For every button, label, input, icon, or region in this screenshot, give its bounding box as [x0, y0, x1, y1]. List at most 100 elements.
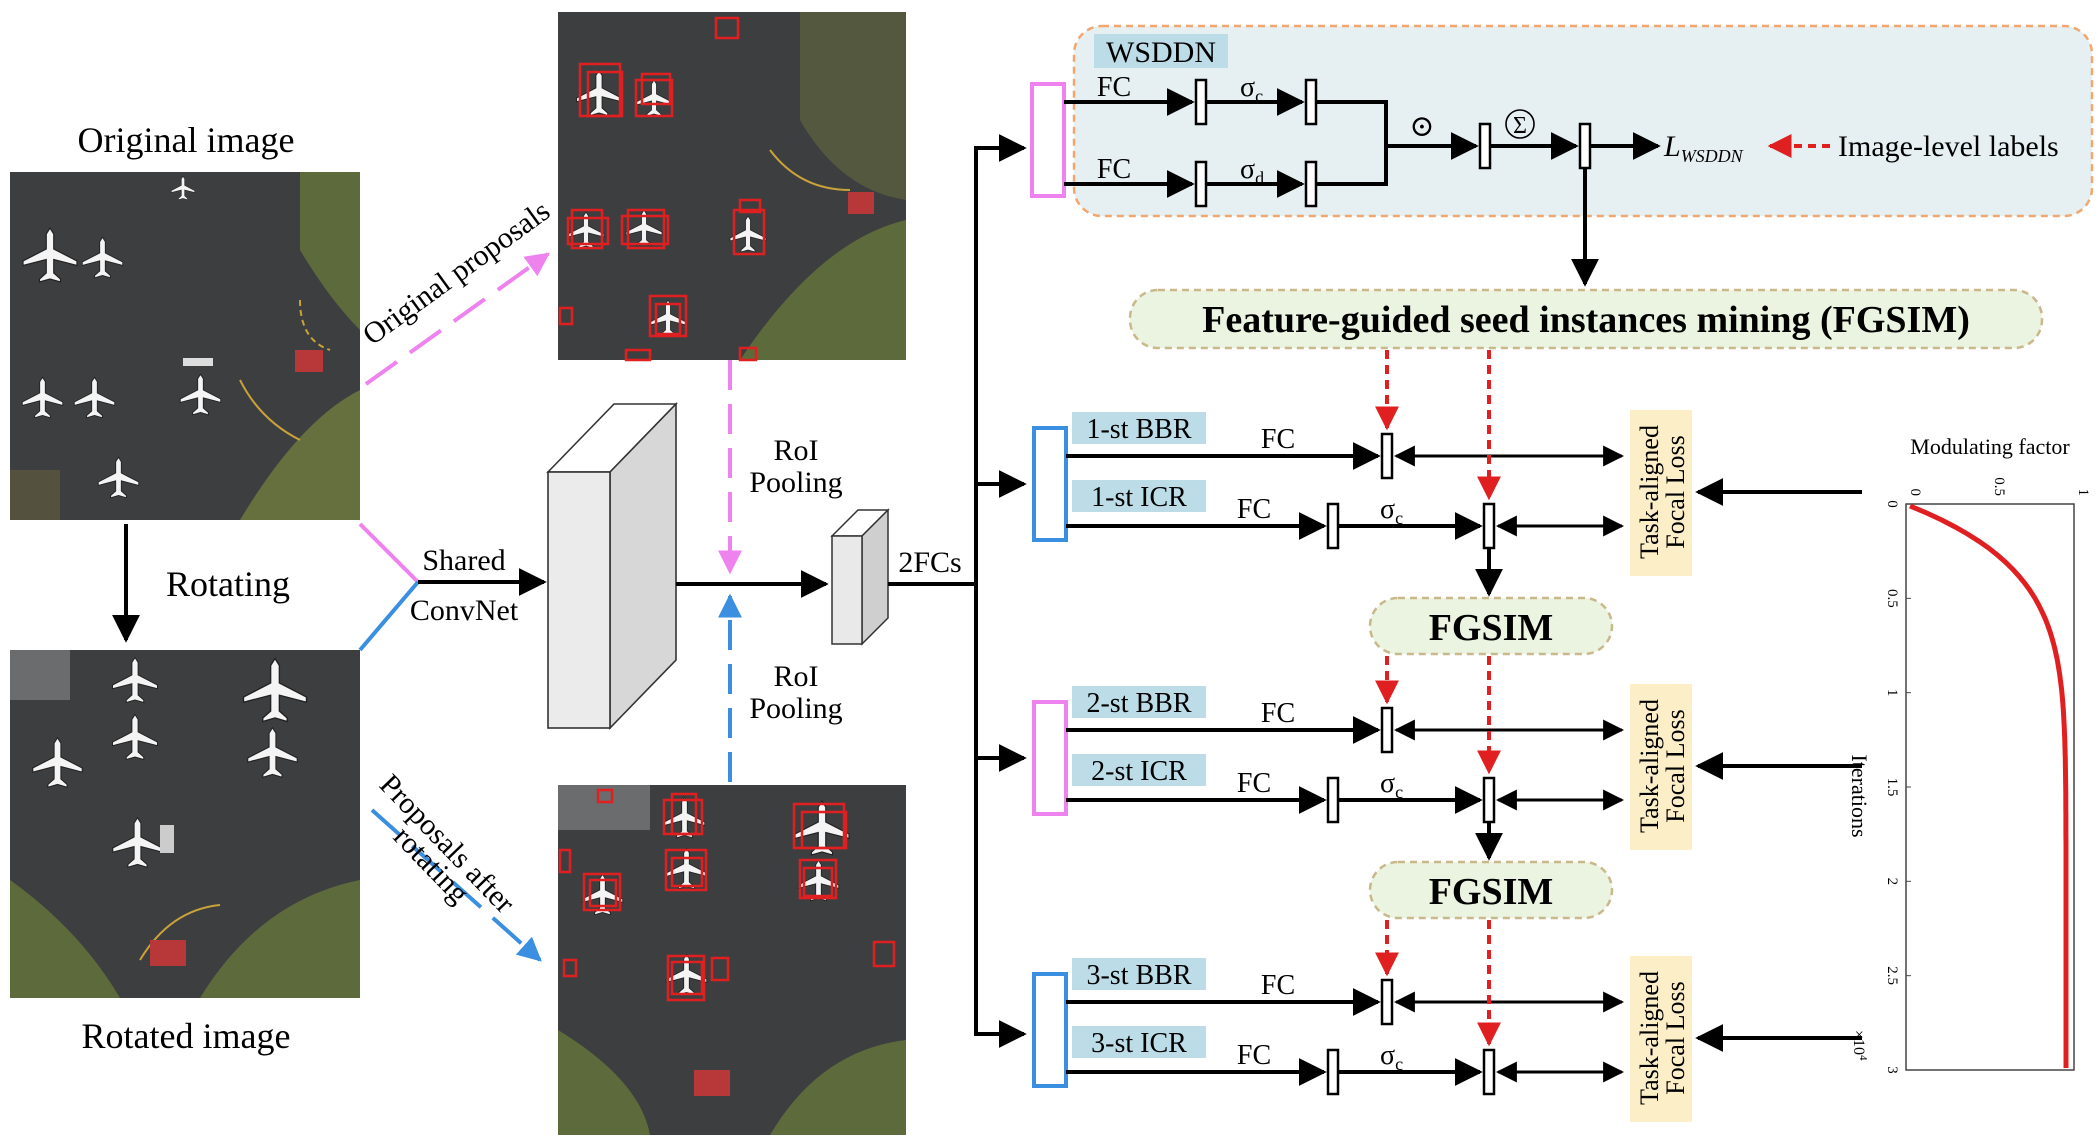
stage-1-icr-fc: FC [1237, 494, 1271, 525]
stage-2-loss-label-2: Focal Loss [1661, 709, 1690, 822]
stage-2-bbr-bg [1072, 686, 1206, 718]
fgsim-box-2 [1368, 596, 1614, 656]
stage-3-bbr-fc: FC [1261, 970, 1295, 1001]
rotating-label: Rotating [166, 564, 290, 604]
stage-1: 1-st BBR 1-st ICR FC FC σc Task-alignedFocal … [1032, 350, 1862, 597]
plot-y-tick: 2 [1884, 878, 1900, 886]
stage-3-bbr-bg [1072, 958, 1206, 990]
stage-3-loss-bg [1630, 956, 1692, 1122]
plot-y-scale: ×104 [1850, 1030, 1869, 1061]
roi-bottom-label-2: Pooling [749, 692, 842, 725]
stage-1-icr-node-2 [1482, 502, 1496, 550]
roi-top-label-1: RoI [774, 434, 819, 467]
plot-title: Modulating factor [1910, 434, 2070, 459]
stage-3-icr-bg [1072, 1026, 1206, 1058]
stage-2-bbr-label: 2-st BBR [1086, 688, 1191, 719]
convnet-label: ConvNet [410, 594, 519, 627]
stage-2-icr-node-1 [1326, 776, 1340, 824]
stage-3-icr-node-1 [1326, 1048, 1340, 1096]
modulating-curve [1909, 503, 2069, 1068]
modulating-factor-plot [1905, 503, 2075, 1071]
stage-1-loss-label-1: Task-aligned [1635, 425, 1664, 559]
stage-3-icr-label: 3-st ICR [1091, 1028, 1187, 1059]
stage-2-icr-bg [1072, 754, 1206, 786]
plot-y-tick: 3 [1884, 1066, 1900, 1074]
plot-y-tick: 1 [1884, 689, 1900, 697]
plot-ylabel: Iterations [1847, 754, 1872, 837]
wsddn-fc-top: FC [1097, 72, 1131, 103]
rotated-aerial-image [10, 650, 360, 998]
image-level-labels: Image-level labels [1838, 130, 2059, 163]
stage-1-icr-label: 1-st ICR [1091, 482, 1187, 513]
two-fcs-block [830, 508, 890, 646]
rotated-proposals-image [558, 785, 906, 1135]
stage-1-icr-bg [1072, 480, 1206, 512]
stage-2-sigma: σc [1380, 768, 1403, 802]
stage-3-bbr-node [1380, 978, 1394, 1026]
fgsim-label-3: FGSIM [1429, 871, 1554, 913]
shared-convnet-block [546, 402, 678, 730]
wsddn-title: WSDDN [1106, 36, 1216, 69]
stage-3-bbr-label: 3-st BBR [1086, 960, 1191, 991]
plot-y-tick: 2.5 [1884, 966, 1900, 985]
original-proposals-arrow [364, 252, 550, 386]
stage-2: 2-st BBR 2-st ICR FC FC σc Task-alignedFocal … [1032, 656, 1862, 861]
stage-1-bracket [1032, 426, 1068, 542]
plot-y-tick: 0 [1884, 500, 1900, 508]
stage-1-loss-bg [1630, 410, 1692, 576]
original-proposals-label: Original proposals [357, 194, 556, 351]
stage-2-bbr-node [1380, 706, 1394, 754]
stage-3-loss-label-2: Focal Loss [1661, 981, 1690, 1094]
stage-1-bbr-label: 1-st BBR [1086, 414, 1191, 445]
shared-label: Shared [422, 544, 505, 577]
stage-1-bbr-node [1380, 432, 1394, 480]
stage-1-bbr-fc: FC [1261, 424, 1295, 455]
stage-2-loss-label-1: Task-aligned [1635, 699, 1664, 833]
plot-y-tick: 1.5 [1884, 778, 1900, 797]
rotated-to-convnet-line [358, 580, 420, 652]
fgsim-main-label: Feature-guided seed instances mining (FG… [1202, 299, 1970, 341]
loss-wsddn: LWSDDN [1663, 130, 1744, 166]
plot-x-tick: 0.5 [1991, 477, 2007, 496]
rotated-proposals-arrow [370, 808, 542, 962]
stage-3-sigma: σc [1380, 1040, 1403, 1074]
odot-symbol: ⊙ [1409, 110, 1434, 143]
stage-1-loss-label-2: Focal Loss [1661, 435, 1690, 548]
sum-circle [1505, 109, 1535, 139]
stage-2-loss-bg [1630, 684, 1692, 850]
wsddn-fc-bottom: FC [1097, 154, 1131, 185]
plot-y-tick: 0.5 [1884, 589, 1900, 608]
wsddn-sigma-d: σd [1240, 154, 1264, 188]
stage-2-icr-fc: FC [1237, 768, 1271, 799]
stage-1-sigma: σc [1380, 494, 1403, 528]
stage-2-icr-label: 2-st ICR [1091, 756, 1187, 787]
original-image-label: Original image [78, 120, 295, 160]
stage-2-bbr-fc: FC [1261, 698, 1295, 729]
sum-symbol: Σ [1513, 113, 1527, 139]
stage-1-bbr-bg [1072, 412, 1206, 444]
original-aerial-image [10, 172, 360, 520]
fgsim-label-2: FGSIM [1429, 607, 1554, 649]
roi-bottom-label-1: RoI [774, 660, 819, 693]
stage-1-icr-node-1 [1326, 502, 1340, 550]
stage-2-icr-node-2 [1482, 776, 1496, 824]
fgsim-box-3 [1368, 860, 1614, 920]
original-proposals-image [558, 12, 906, 362]
stage-3-bracket [1032, 972, 1068, 1088]
stage-3: 3-st BBR 3-st ICR FC FC σc Task-alignedFocal … [1032, 920, 1862, 1122]
wsddn-panel [1030, 24, 2094, 218]
stage-3-loss-label-1: Task-aligned [1635, 971, 1664, 1105]
wsddn-sigma-c: σc [1240, 72, 1263, 106]
two-fcs-label: 2FCs [898, 546, 961, 579]
stage-3-icr-fc: FC [1237, 1040, 1271, 1071]
rotated-image-label: Rotated image [82, 1016, 291, 1056]
original-to-convnet-line [358, 522, 420, 584]
stage-3-icr-node-2 [1482, 1048, 1496, 1096]
plot-x-tick: 0 [1907, 489, 1923, 497]
roi-top-label-2: Pooling [749, 466, 842, 499]
fgsim-main-box [1128, 288, 2044, 350]
